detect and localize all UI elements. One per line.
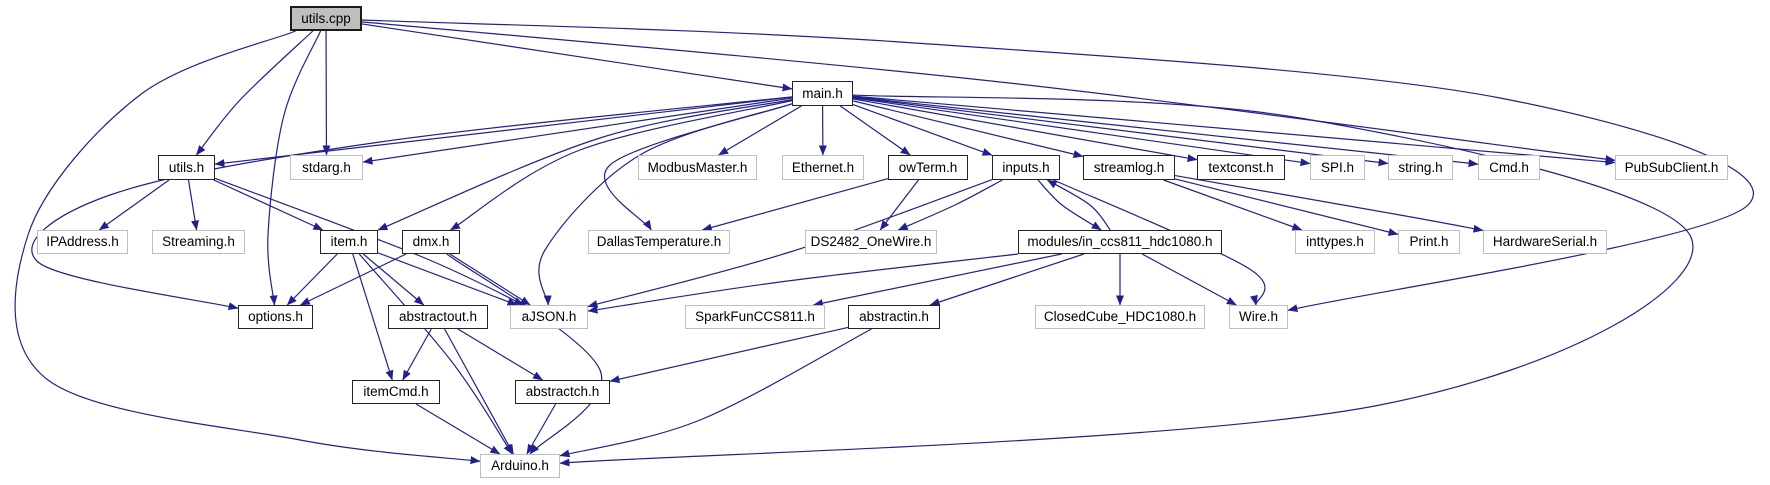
node-textconst_h[interactable]: textconst.h [1197, 155, 1285, 180]
node-in_ccs811_hdc1080_h[interactable]: modules/in_ccs811_hdc1080.h [1018, 230, 1222, 254]
node-ds2482_onewire_h: DS2482_OneWire.h [805, 230, 937, 254]
edge-item_h-to-arduino_h [358, 253, 513, 455]
node-utils_h[interactable]: utils.h [158, 155, 215, 180]
edge-main_h-to-utils_h [214, 96, 793, 168]
node-ajson_h: aJSON.h [510, 305, 588, 329]
node-dallastemperature_h: DallasTemperature.h [588, 230, 730, 254]
edge-item_h-to-ajson_h [377, 252, 518, 306]
edge-streamlog_h-to-hardwareserial_h [1174, 174, 1484, 233]
node-sparkfunccs811_h: SparkFunCCS811.h [685, 305, 825, 329]
edge-abstractout_h-to-abstractch_h [457, 328, 544, 381]
edge-abstractout_h-to-itemcmd_h [402, 328, 432, 381]
node-inputs_h[interactable]: inputs.h [992, 155, 1060, 180]
edge-inputs_h-to-ds2482_onewire_h [897, 179, 1003, 231]
node-owterm_h[interactable]: owTerm.h [888, 155, 968, 180]
node-ethernet_h: Ethernet.h [782, 155, 864, 180]
node-abstractch_h[interactable]: abstractch.h [515, 380, 610, 404]
edge-main_h-to-cmd_h [852, 96, 1479, 168]
edge-in_ccs811_hdc1080_h-to-abstractin_h [929, 253, 1085, 306]
node-print_h: Print.h [1398, 230, 1460, 254]
node-string_h: string.h [1388, 155, 1453, 180]
node-main_h[interactable]: main.h [792, 81, 853, 106]
edge-in_ccs811_hdc1080_h-to-sparkfunccs811_h [812, 253, 1062, 308]
edge-main_h-to-stdarg_h [362, 97, 793, 165]
edge-utils_cpp-to-pubsubclient_h [361, 21, 1616, 164]
edge-in_ccs811_hdc1080_h-to-ajson_h [587, 253, 1019, 314]
edge-in_ccs811_hdc1080_h-to-wire_h [1141, 253, 1237, 306]
edge-utils_h-to-ipaddress_h [98, 179, 170, 231]
edge-item_h-to-itemcmd_h [352, 253, 394, 381]
edge-dmx_h-to-arduino_h [446, 253, 603, 455]
node-utils_cpp: utils.cpp [290, 6, 362, 31]
node-inttypes_h: inttypes.h [1295, 230, 1375, 254]
edge-utils_cpp-to-utils_h [195, 30, 314, 156]
node-spi_h: SPI.h [1310, 155, 1365, 180]
edge-main_h-to-textconst_h [852, 98, 1198, 163]
node-arduino_h: Arduino.h [480, 454, 560, 478]
edge-main_h-to-streamlog_h [852, 100, 1084, 159]
node-cmd_h: Cmd.h [1478, 155, 1540, 180]
edge-dmx_h-to-ajson_h [449, 253, 531, 306]
node-itemcmd_h[interactable]: itemCmd.h [352, 380, 440, 404]
edge-main_h-to-string_h [852, 96, 1389, 167]
edge-inputs_h-to-wire_h [1053, 179, 1266, 306]
edge-utils_cpp-to-arduino_h [14, 30, 481, 465]
edge-inputs_h-to-in_ccs811_hdc1080_h [1037, 179, 1102, 231]
edge-main_h-to-owterm_h [839, 105, 911, 156]
node-streamlog_h[interactable]: streamlog.h [1083, 155, 1175, 180]
node-dmx_h[interactable]: dmx.h [402, 230, 460, 254]
edge-utils_h-to-streaming_h [187, 179, 200, 231]
edge-streamlog_h-to-print_h [1174, 178, 1399, 236]
edge-in_ccs811_hdc1080_h-to-inputs_h [1046, 179, 1111, 231]
edge-abstractch_h-to-arduino_h [526, 403, 557, 455]
edge-item_h-to-options_h [286, 253, 338, 306]
edge-utils_cpp-to-options_h [267, 30, 322, 306]
edge-abstractin_h-to-arduino_h [559, 328, 872, 458]
edge-abstractout_h-to-arduino_h [444, 328, 514, 455]
edge-inputs_h-to-ajson_h [587, 179, 993, 308]
edge-utils_cpp-to-wire_h [361, 19, 1755, 313]
edge-owterm_h-to-dallastemperature_h [701, 177, 889, 232]
node-streaming_h: Streaming.h [152, 230, 245, 254]
edge-main_h-to-modbusmaster_h [718, 105, 802, 156]
edge-itemcmd_h-to-arduino_h [415, 403, 501, 455]
edge-utils_cpp-to-main_h [361, 23, 793, 92]
node-hardwareserial_h: HardwareSerial.h [1483, 230, 1607, 254]
node-pubsubclient_h: PubSubClient.h [1615, 155, 1728, 180]
edge-utils_h-to-item_h [213, 179, 324, 231]
edge-dmx_h-to-options_h [299, 253, 407, 306]
node-closedcube_hdc1080_h: ClosedCube_HDC1080.h [1035, 305, 1205, 329]
edge-main_h-to-pubsubclient_h [852, 95, 1616, 166]
node-wire_h: Wire.h [1229, 305, 1288, 329]
node-abstractout_h[interactable]: abstractout.h [388, 305, 488, 329]
node-modbusmaster_h: ModbusMaster.h [638, 155, 757, 180]
node-stdarg_h: stdarg.h [290, 155, 363, 180]
edge-main_h-to-arduino_h [559, 94, 1694, 467]
edge-streamlog_h-to-inttypes_h [1163, 179, 1303, 231]
node-item_h[interactable]: item.h [320, 230, 378, 254]
node-abstractin_h[interactable]: abstractin.h [848, 305, 940, 329]
node-ipaddress_h: IPAddress.h [37, 230, 128, 254]
edge-item_h-to-abstractout_h [362, 253, 425, 306]
edge-main_h-to-dallastemperature_h [603, 103, 793, 231]
edge-main_h-to-spi_h [852, 97, 1311, 167]
edge-main_h-to-item_h [377, 99, 793, 231]
node-options_h[interactable]: options.h [238, 305, 313, 329]
edge-owterm_h-to-ds2482_onewire_h [879, 179, 919, 231]
edge-abstractin_h-to-abstractch_h [609, 326, 849, 384]
edge-main_h-to-inputs_h [852, 104, 993, 156]
edge-main_h-to-dmx_h [450, 100, 793, 231]
